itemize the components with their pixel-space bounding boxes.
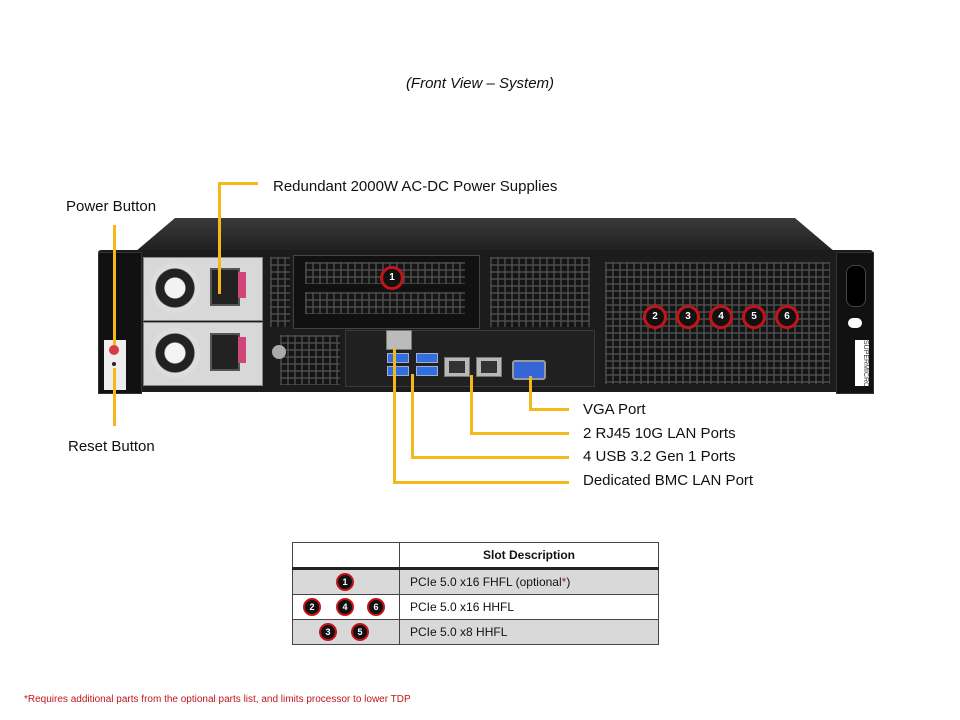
brand-logo: SUPERMICRO [855,340,869,386]
slot-1b-grille [305,292,465,314]
usb-ports-label: 4 USB 3.2 Gen 1 Ports [583,448,736,465]
slot-description-table: Slot Description 1 PCIe 5.0 x16 FHFL (op… [292,542,659,645]
psu-fan-icon [150,263,200,313]
vga-port-label: VGA Port [583,401,646,418]
footnote: *Requires additional parts from the opti… [24,694,411,705]
leader-usb-horizontal [411,456,569,459]
lan-ports-label: 2 RJ45 10G LAN Ports [583,425,736,442]
bmc-lan-port[interactable] [386,330,412,350]
usb-port[interactable] [416,366,438,376]
slot-badge: 6 [367,598,385,616]
vent-grille [490,257,590,327]
slot-badge-1: 1 [380,266,404,290]
slot-badge-2: 2 [643,305,667,329]
reset-button-icon[interactable] [112,362,116,366]
right-ear-hole [848,318,862,328]
usb-port[interactable] [416,353,438,363]
table-row: 3 5 PCIe 5.0 x8 HHFL [292,619,659,645]
slot-badge-3: 3 [676,305,700,329]
leader-psu-vertical [218,182,221,294]
psu-fan-icon [150,328,200,378]
leader-lan-vertical [470,375,473,434]
rj45-lan-port[interactable] [476,357,502,377]
leader-reset-button [113,368,116,426]
slot-icons-cell: 3 5 [292,619,400,645]
leader-lan-horizontal [470,432,569,435]
slot-icons-cell: 1 [292,568,400,595]
reset-button-label: Reset Button [68,438,155,455]
slot-badge-4: 4 [709,305,733,329]
slot-badge: 4 [336,598,354,616]
slot-icons-cell: 2 4 6 [292,594,400,620]
slot-description-cell: PCIe 5.0 x16 FHFL (optional*) [399,568,659,595]
usb-port[interactable] [387,366,409,376]
psu-release-latch[interactable] [238,272,246,298]
slot-badge-6: 6 [775,305,799,329]
psu-label: Redundant 2000W AC-DC Power Supplies [273,178,558,195]
bmc-port-label: Dedicated BMC LAN Port [583,472,754,489]
table-header-row: Slot Description [292,542,659,570]
power-button-icon[interactable] [109,345,119,355]
usb-port[interactable] [387,353,409,363]
leader-vga-vertical [529,376,532,410]
slot-badge-5: 5 [742,305,766,329]
leader-bmc-vertical [393,348,396,484]
thumbscrew-icon [272,345,286,359]
right-handle-icon [846,265,866,307]
vent-grille [270,257,290,327]
ac-inlet-icon [210,333,240,371]
vent-grille [280,335,340,385]
table-row: 2 4 6 PCIe 5.0 x16 HHFL [292,594,659,620]
view-caption: (Front View – System) [405,75,555,92]
leader-psu-horizontal [218,182,258,185]
leader-usb-vertical [411,374,414,458]
leader-power-button [113,225,116,345]
leader-bmc-horizontal [393,481,569,484]
leader-vga-horizontal [529,408,569,411]
psu-release-latch[interactable] [238,337,246,363]
power-button-label: Power Button [66,198,157,215]
slot-description-cell: PCIe 5.0 x8 HHFL [399,619,659,645]
slot-badge: 5 [351,623,369,641]
slot-description-cell: PCIe 5.0 x16 HHFL [399,594,659,620]
slot-badge: 1 [336,573,354,591]
table-row: 1 PCIe 5.0 x16 FHFL (optional*) [292,568,659,595]
slot-badge: 2 [303,598,321,616]
rj45-lan-port[interactable] [444,357,470,377]
table-header-icons [292,542,400,570]
asterisk: * [561,575,567,589]
table-header-description: Slot Description [399,542,659,570]
ac-inlet-icon [210,268,240,306]
chassis-top-cover [135,218,835,252]
slot-badge: 3 [319,623,337,641]
